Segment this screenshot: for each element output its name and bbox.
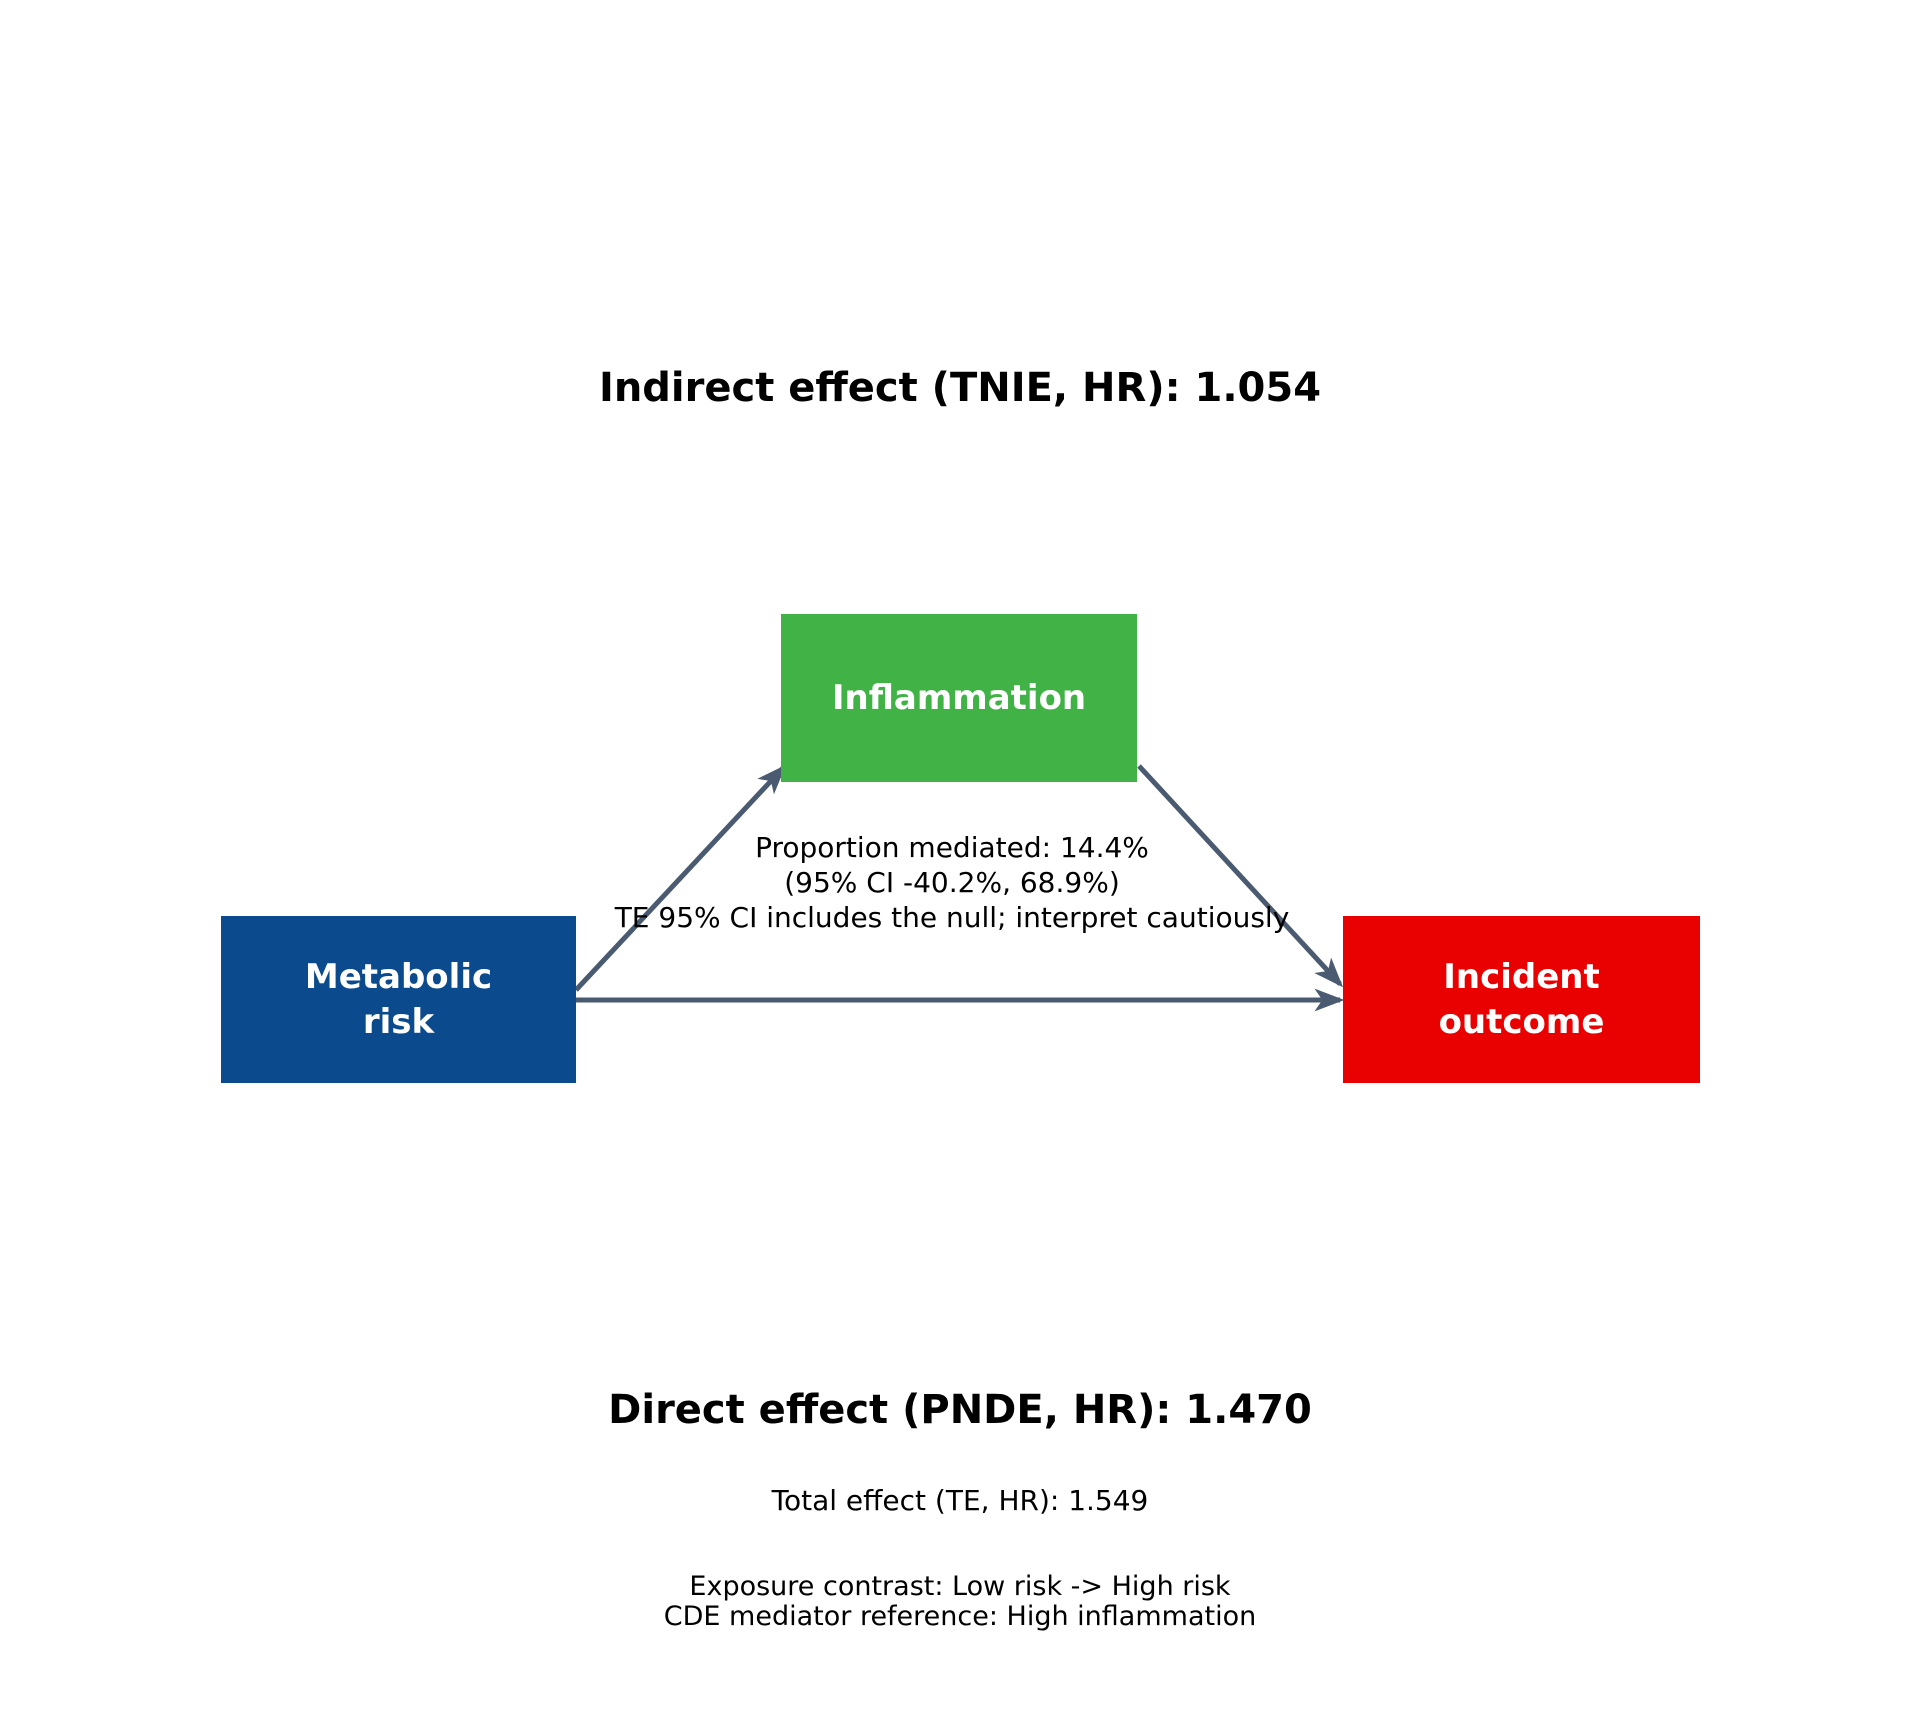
arrow-mediator-to-outcome bbox=[1137, 764, 1344, 988]
te-ci-caution-text: TE 95% CI includes the null; interpret c… bbox=[614, 901, 1290, 934]
footer-notes: Exposure contrast: Low risk -> High risk… bbox=[0, 1572, 1920, 1632]
node-incident-outcome-label-line2: outcome bbox=[1438, 1001, 1605, 1042]
node-incident-outcome-label-line1: Incident bbox=[1443, 956, 1600, 997]
node-metabolic-risk-label-line2: risk bbox=[362, 1001, 435, 1042]
arrow-exposure-to-mediator bbox=[574, 764, 787, 992]
exposure-contrast-text: Exposure contrast: Low risk -> High risk bbox=[689, 1571, 1231, 1602]
mediation-note: Proportion mediated: 14.4% (95% CI -40.2… bbox=[352, 830, 1552, 935]
proportion-mediated-text: Proportion mediated: 14.4% bbox=[755, 831, 1149, 864]
indirect-effect-title: Indirect effect (TNIE, HR): 1.054 bbox=[598, 365, 1322, 411]
proportion-mediated-ci-text: (95% CI -40.2%, 68.9%) bbox=[784, 866, 1120, 899]
direct-effect-title: Direct effect (PNDE, HR): 1.470 bbox=[608, 1387, 1312, 1433]
node-incident-outcome: Incident outcome bbox=[1343, 916, 1700, 1083]
node-metabolic-risk: Metabolic risk bbox=[221, 916, 576, 1083]
node-metabolic-risk-label-line1: Metabolic bbox=[304, 956, 493, 997]
node-inflammation-label: Inflammation bbox=[831, 677, 1087, 718]
total-effect-text: Total effect (TE, HR): 1.549 bbox=[771, 1484, 1149, 1517]
node-inflammation: Inflammation bbox=[781, 614, 1137, 782]
cde-mediator-reference-text: CDE mediator reference: High inflammatio… bbox=[663, 1601, 1257, 1632]
